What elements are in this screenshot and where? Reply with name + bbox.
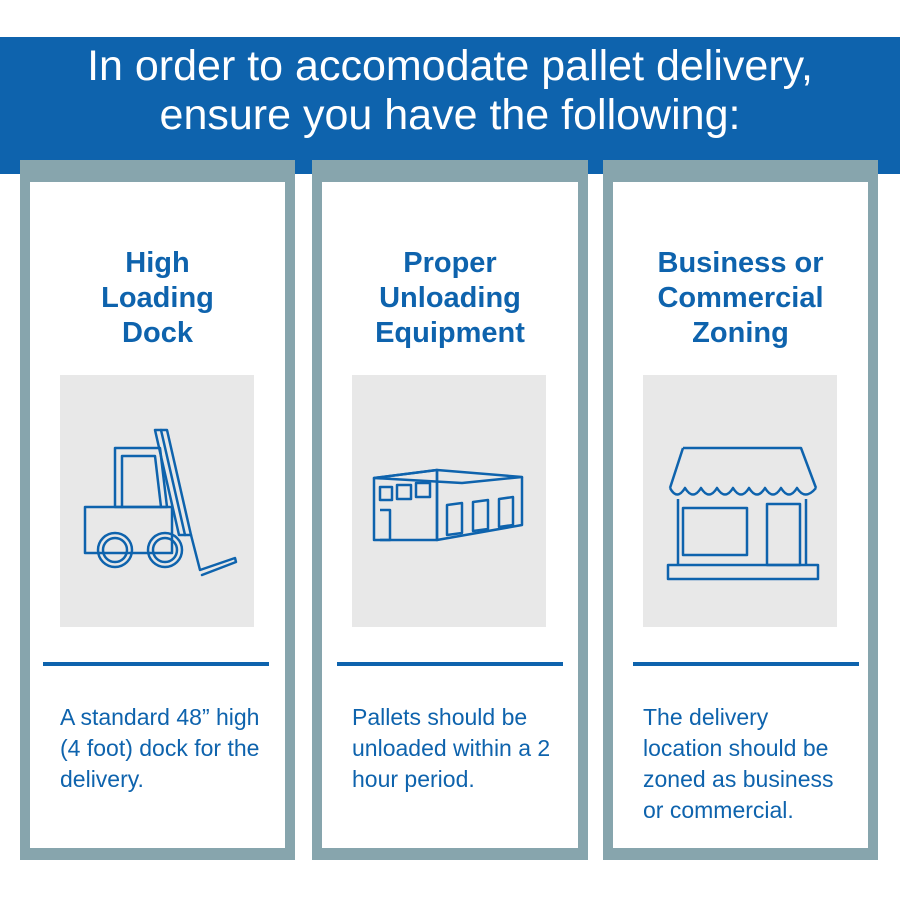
header-banner <box>0 37 900 174</box>
title-line-2: ensure you have the following: <box>159 91 741 139</box>
card-loading-dock: High Loading Dock <box>20 160 295 860</box>
warehouse-icon-box <box>352 375 546 627</box>
card-title: High Loading Dock <box>30 246 285 351</box>
forklift-icon <box>83 428 238 577</box>
section-divider <box>43 662 269 666</box>
card-title-line: Unloading <box>379 282 521 314</box>
section-divider <box>337 662 563 666</box>
section-divider <box>633 662 859 666</box>
card-description: Pallets should be unloaded within a 2 ho… <box>352 704 551 792</box>
card-title-line: High <box>125 247 190 279</box>
warehouse-icon <box>372 468 524 542</box>
card-panel: Business or Commercial Zoning The <box>613 182 868 848</box>
card-title-line: Dock <box>122 317 193 349</box>
card-unloading-equipment: Proper Unloading Equipment <box>312 160 588 860</box>
card-description: The delivery location should be zoned as… <box>643 704 834 823</box>
card-title-line: Zoning <box>692 317 789 349</box>
card-title-line: Business or <box>657 247 824 279</box>
card-panel: High Loading Dock <box>30 182 285 848</box>
card-commercial-zoning: Business or Commercial Zoning The <box>603 160 878 860</box>
card-panel: Proper Unloading Equipment <box>322 182 578 848</box>
title-line-1: In order to accomodate pallet delivery, <box>87 42 813 90</box>
forklift-icon-box <box>60 375 254 627</box>
card-title-line: Equipment <box>375 317 525 349</box>
card-title-line: Loading <box>101 282 214 314</box>
card-title-line: Commercial <box>657 282 824 314</box>
storefront-icon-box <box>643 375 837 627</box>
card-title-line: Proper <box>403 247 497 279</box>
storefront-icon <box>666 446 820 581</box>
card-description: A standard 48” high (4 foot) dock for th… <box>60 704 260 792</box>
card-title: Business or Commercial Zoning <box>613 246 868 351</box>
page-title: In order to accomodate pallet delivery, … <box>0 42 900 140</box>
card-title: Proper Unloading Equipment <box>322 246 578 351</box>
